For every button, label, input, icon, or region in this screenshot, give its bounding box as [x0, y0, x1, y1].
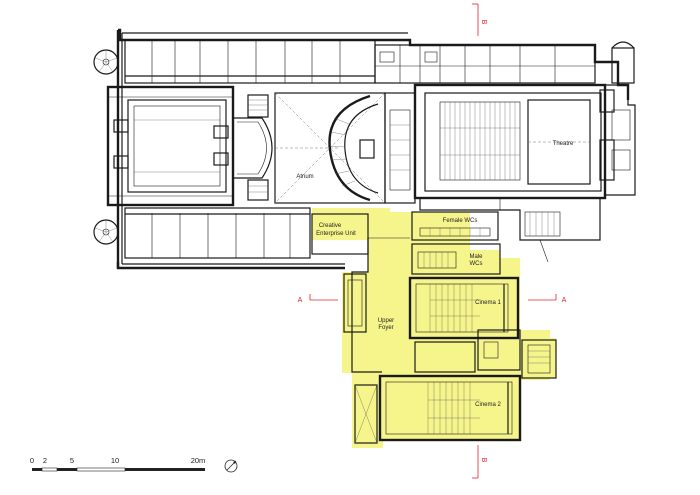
- south-service-strip: [419, 198, 601, 263]
- section-a-left-label: A: [298, 297, 303, 304]
- cinema2-label: Cinema 2: [475, 402, 501, 408]
- upper-foyer-label-1: Upper: [378, 318, 394, 324]
- atrium-label: Atrium: [296, 174, 313, 180]
- section-b-bottom-label: B: [480, 458, 487, 463]
- west-hall: [106, 85, 235, 207]
- north-service-strip: [374, 44, 596, 84]
- section-a-right-label: A: [562, 297, 567, 304]
- male-wcs-label-1: Male: [469, 254, 483, 260]
- section-a-right-marker: A: [528, 294, 567, 304]
- atrium: Atrium: [274, 92, 386, 204]
- scale-tick-3: 10: [111, 456, 119, 465]
- highlighted-new-build-area: [312, 208, 556, 448]
- east-service: [605, 41, 636, 196]
- spiral-stair-north-icon: [93, 49, 119, 75]
- north-arrow-icon: [224, 459, 238, 473]
- theatre-label: Theatre: [553, 141, 574, 147]
- link-corridor: [384, 92, 416, 204]
- scale-tick-1: 2: [43, 456, 47, 465]
- scale-tick-2: 5: [70, 456, 74, 465]
- scale-tick-4: 20m: [191, 456, 206, 465]
- new-build-walls: [311, 211, 557, 444]
- male-wcs-label-2: WCs: [470, 261, 483, 267]
- female-wcs-label: Female WCs: [443, 218, 478, 224]
- cinema1-label: Cinema 1: [475, 300, 501, 306]
- scale-tick-0: 0: [30, 456, 34, 465]
- section-b-top-label: B: [480, 20, 487, 25]
- spiral-stair-south-icon: [93, 219, 119, 245]
- upper-foyer-label-2: Foyer: [378, 325, 393, 331]
- scale-bar: 0 2 5 10 20m: [30, 456, 206, 472]
- section-b-top-marker: B: [472, 3, 487, 36]
- creative-enterprise-label-2: Enterprise Unit: [316, 231, 356, 237]
- theatre: Theatre: [413, 83, 615, 200]
- apse-stair: [233, 94, 273, 201]
- creative-enterprise-label-1: Creative: [319, 223, 342, 229]
- section-b-bottom-marker: B: [472, 445, 487, 479]
- section-a-left-marker: A: [298, 294, 338, 304]
